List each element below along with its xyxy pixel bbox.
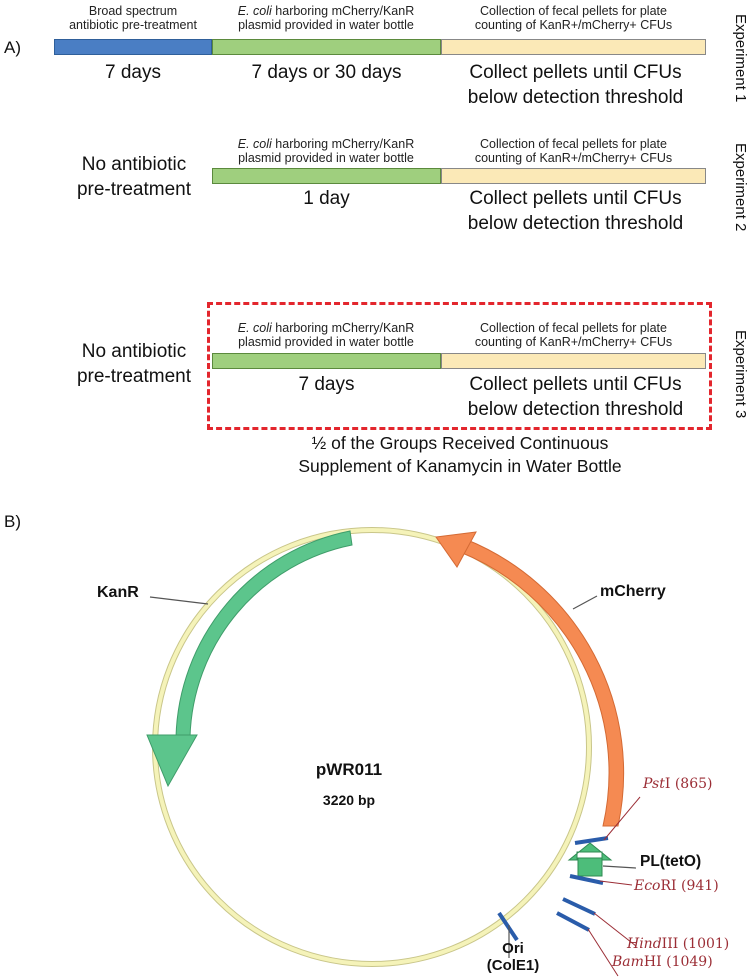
dashed-highlight-box xyxy=(207,302,712,430)
ecoli-bar xyxy=(212,353,441,369)
pretreat-duration: 7 days xyxy=(105,62,161,83)
collect-bar xyxy=(441,39,706,55)
plasmid-map xyxy=(146,527,641,977)
kanr-label: KanR xyxy=(97,584,139,601)
site-eco-label: EcoRI (941) xyxy=(634,878,719,894)
plasmid-name: pWR011 xyxy=(315,760,383,779)
bam-leader xyxy=(587,928,619,977)
eco-site-tick xyxy=(569,874,604,885)
no-pretreat-text: No antibiotic pre-treatment xyxy=(76,341,192,387)
ecoli-bar xyxy=(212,39,441,55)
collect-text: Collect pellets until CFUs below detecti… xyxy=(467,62,684,108)
bam-site-tick xyxy=(556,911,590,932)
ecoli-duration: 1 day xyxy=(303,188,350,209)
promoter-block xyxy=(577,857,603,877)
hind-site-tick xyxy=(562,897,596,916)
no-pretreat-text: No antibiotic pre-treatment xyxy=(76,154,192,200)
ecoli-duration: 7 days or 30 days xyxy=(251,62,402,83)
panel-a-label: A) xyxy=(4,38,21,57)
mcherry-label: mCherry xyxy=(600,583,666,600)
pst-site-tick xyxy=(574,836,609,845)
promoter-arrow xyxy=(567,842,613,861)
plasmid-size: 3220 bp xyxy=(322,792,376,808)
ori-tick xyxy=(497,911,519,942)
collect-bar xyxy=(441,353,706,369)
experiment-3-label: Experiment 3 xyxy=(732,330,749,419)
kanr-arrowhead xyxy=(146,734,198,788)
kanamycin-note: ½ of the Groups Received Continuous Supp… xyxy=(298,433,622,476)
collect-header: Collection of fecal pellets for plate co… xyxy=(474,321,673,349)
experiment-2-label: Experiment 2 xyxy=(732,143,749,232)
collect-header: Collection of fecal pellets for plate co… xyxy=(474,4,673,32)
promoter-leader xyxy=(602,865,637,869)
hind-leader xyxy=(593,912,637,947)
kanr-leader xyxy=(149,596,209,605)
mcherry-arrowhead xyxy=(435,531,477,568)
ori-label: Ori (ColE1) xyxy=(486,940,540,974)
ecoli-header: E. coli harboring mCherry/KanR plasmid p… xyxy=(237,137,415,165)
site-bam-label: BamHI (1049) xyxy=(612,954,713,970)
collect-text: Collect pellets until CFUs below detecti… xyxy=(467,188,684,234)
ecoli-header: E. coli harboring mCherry/KanR plasmid p… xyxy=(237,321,415,349)
pst-leader xyxy=(603,796,641,841)
collect-bar xyxy=(441,168,706,184)
pretreat-bar xyxy=(54,39,212,55)
site-hind-label: HindIII (1001) xyxy=(627,936,730,952)
promoter-label: PL(tetO) xyxy=(640,853,702,870)
site-pst-label: PstI (865) xyxy=(643,776,713,792)
pretreat-header: Broad spectrum antibiotic pre-treatment xyxy=(69,4,197,32)
experiment-1-label: Experiment 1 xyxy=(732,14,749,103)
collect-header: Collection of fecal pellets for plate co… xyxy=(474,137,673,165)
panel-b-label: B) xyxy=(4,512,21,531)
plasmid-backbone xyxy=(152,527,592,967)
eco-leader xyxy=(599,880,633,886)
collect-text: Collect pellets until CFUs below detecti… xyxy=(467,374,684,420)
ecoli-duration: 7 days xyxy=(298,374,355,395)
ecoli-bar xyxy=(212,168,441,184)
mcherry-leader xyxy=(572,595,598,610)
ecoli-header: E. coli harboring mCherry/KanR plasmid p… xyxy=(237,4,415,32)
